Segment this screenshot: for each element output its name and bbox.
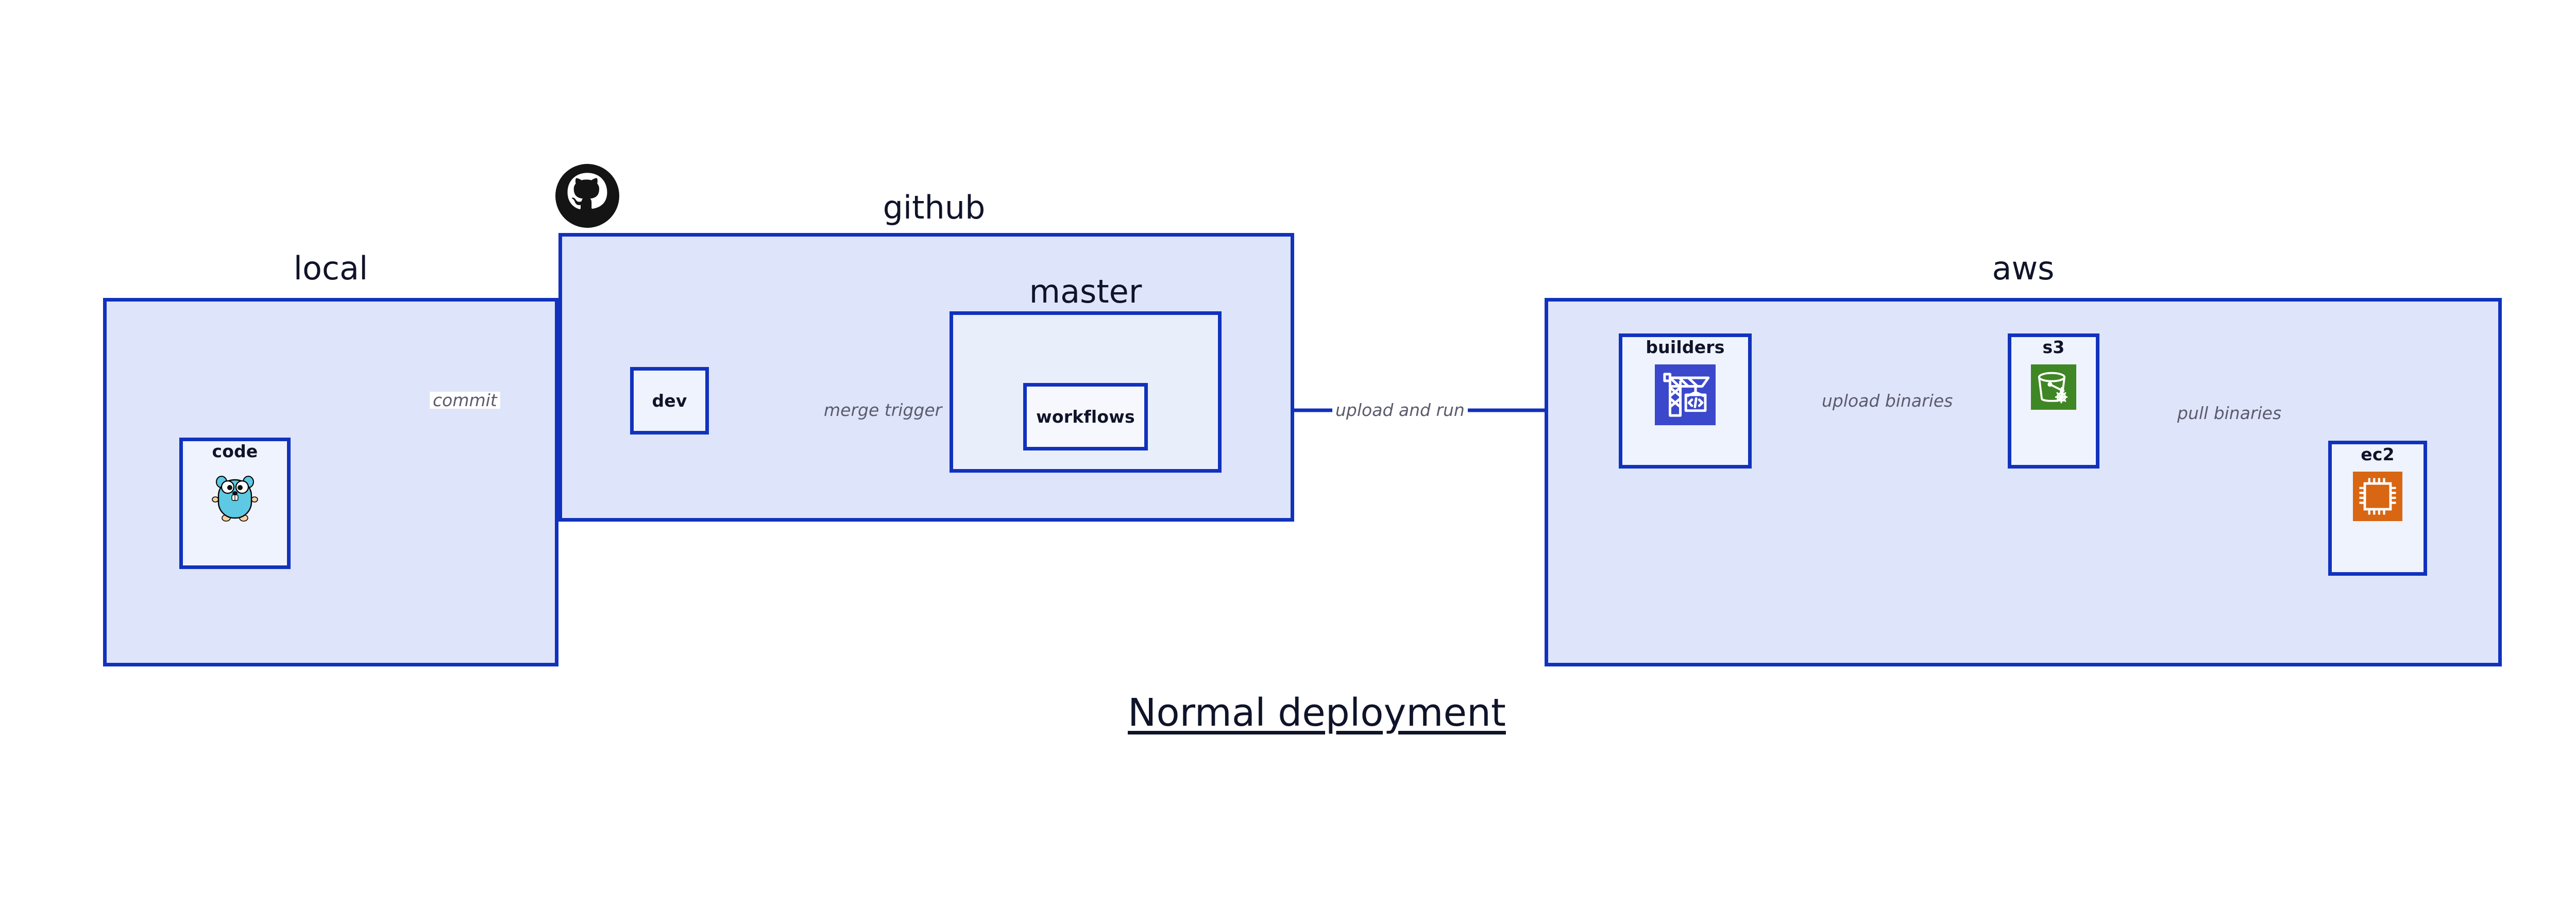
container-title-local: local	[293, 249, 368, 287]
container-title-master: master	[1029, 273, 1142, 310]
node-label-s3: s3	[2042, 337, 2065, 357]
aws-builders-icon	[1655, 364, 1716, 425]
node-label-builders: builders	[1646, 337, 1725, 357]
container-title-aws: aws	[1992, 249, 2055, 287]
node-builders[interactable]: builders	[1619, 333, 1752, 469]
diagram-title: Normal deployment	[1128, 691, 1506, 735]
node-dev[interactable]: dev	[630, 367, 709, 435]
edge-label-upload-and-run: upload and run	[1332, 402, 1468, 419]
container-local[interactable]	[103, 298, 558, 666]
github-octocat-logo	[555, 164, 619, 228]
container-title-github: github	[883, 189, 986, 226]
node-workflows[interactable]: workflows	[1023, 383, 1148, 450]
go-gopher-icon	[211, 469, 259, 522]
edge-label-upload-binaries: upload binaries	[1819, 392, 1956, 409]
edge-label-pull-binaries: pull binaries	[2174, 405, 2285, 422]
node-label-code: code	[212, 441, 258, 461]
node-code[interactable]: code	[179, 438, 291, 569]
node-s3[interactable]: s3	[2008, 333, 2099, 469]
aws-s3-icon	[2031, 364, 2076, 410]
node-ec2[interactable]: ec2	[2328, 441, 2427, 576]
edge-label-commit: commit	[430, 392, 500, 409]
aws-ec2-icon	[2353, 472, 2402, 521]
edge-label-merge-trigger: merge trigger	[821, 402, 945, 419]
node-label-workflows: workflows	[1036, 407, 1135, 427]
node-label-dev: dev	[652, 391, 687, 411]
node-label-ec2: ec2	[2361, 444, 2395, 464]
